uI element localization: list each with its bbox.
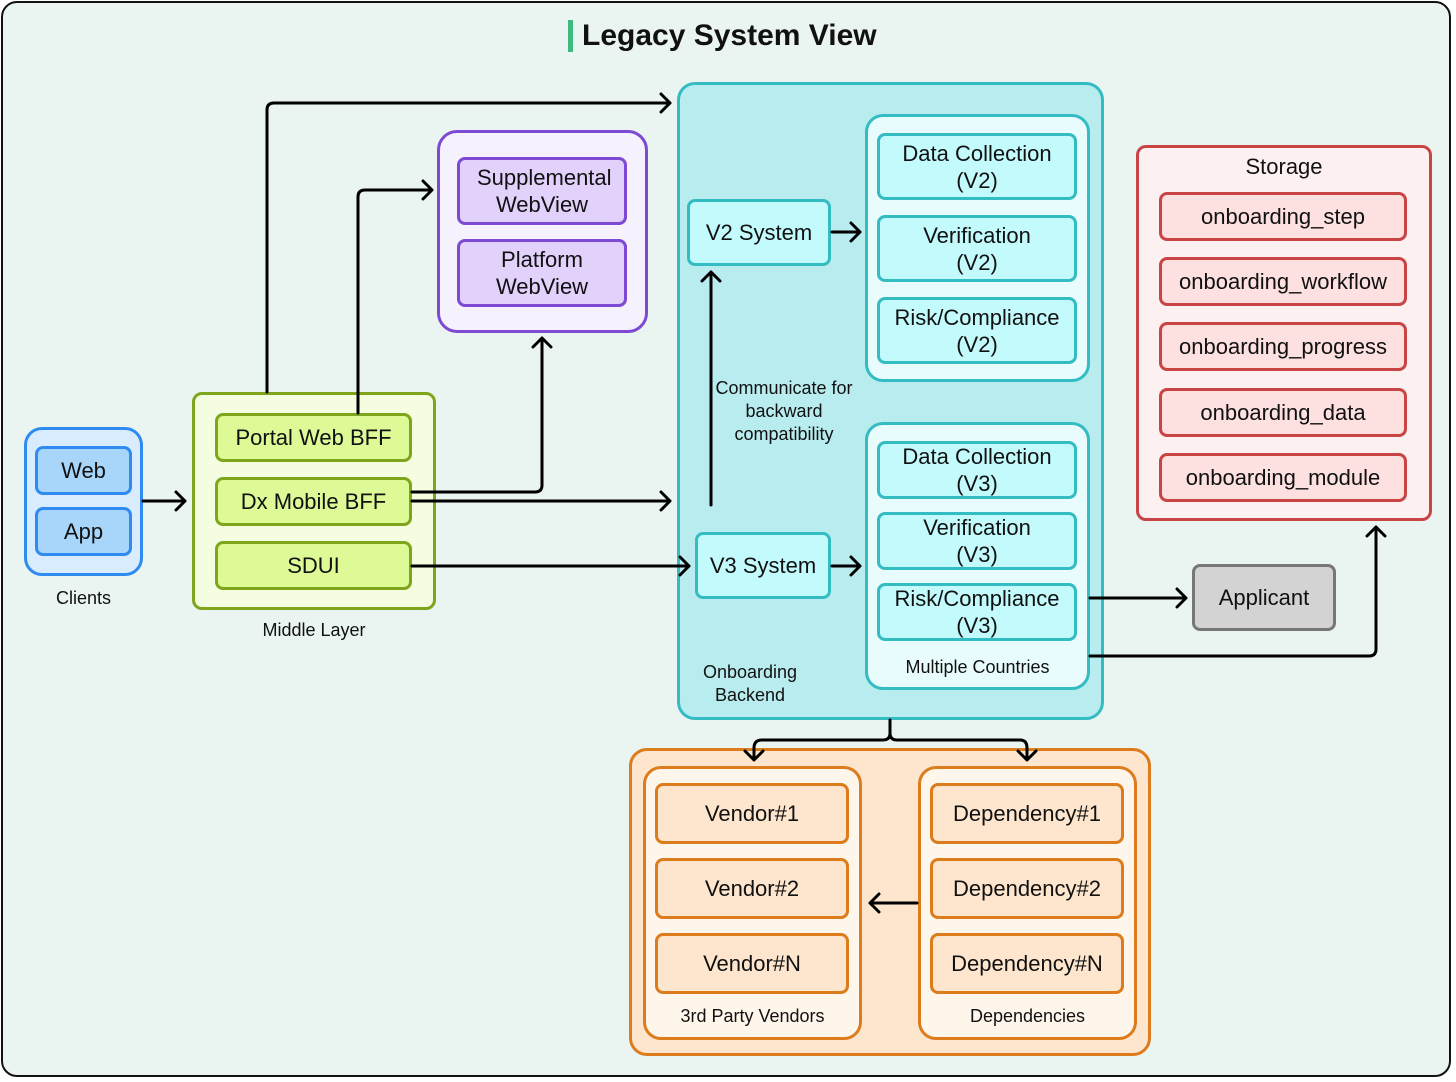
multiple-countries-label: Multiple Countries bbox=[905, 657, 1050, 677]
portal-web-bff-label: Portal Web BFF bbox=[235, 425, 392, 450]
title-accent-bar bbox=[568, 20, 573, 52]
storage-item-label: onboarding_workflow bbox=[1179, 269, 1387, 294]
risk-compliance-v2[interactable]: Risk/Compliance (V2) bbox=[877, 297, 1077, 364]
vendors-label: 3rd Party Vendors bbox=[680, 1006, 825, 1026]
storage-onboarding-step[interactable]: onboarding_step bbox=[1159, 192, 1407, 241]
sdui[interactable]: SDUI bbox=[215, 541, 412, 590]
onboarding-backend-label: Onboarding Backend bbox=[702, 662, 798, 705]
v2-system[interactable]: V2 System bbox=[687, 199, 831, 266]
storage-item-label: onboarding_data bbox=[1200, 400, 1366, 425]
storage-item-label: onboarding_module bbox=[1185, 465, 1381, 490]
supplemental-webview-label: Supplemental WebView bbox=[477, 165, 612, 217]
supplemental-webview[interactable]: Supplemental WebView bbox=[457, 157, 627, 225]
risk-compliance-v2-label: Risk/Compliance (V2) bbox=[894, 304, 1060, 357]
dependency-2-label: Dependency#2 bbox=[952, 876, 1101, 901]
dependency-n-label: Dependency#N bbox=[951, 951, 1103, 976]
storage-label: Storage bbox=[1245, 154, 1323, 179]
diagram-title: Legacy System View bbox=[568, 18, 877, 54]
verification-v3[interactable]: Verification (V3) bbox=[877, 512, 1077, 570]
storage-onboarding-module[interactable]: onboarding_module bbox=[1159, 453, 1407, 502]
client-app[interactable]: App bbox=[35, 507, 132, 556]
vendor-2[interactable]: Vendor#2 bbox=[655, 858, 849, 919]
data-collection-v3-label: Data Collection (V3) bbox=[902, 444, 1052, 496]
v3-system[interactable]: V3 System bbox=[695, 532, 831, 599]
dependency-n[interactable]: Dependency#N bbox=[930, 933, 1124, 994]
clients-label: Clients bbox=[55, 588, 112, 608]
applicant-label: Applicant bbox=[1218, 585, 1310, 610]
platform-webview[interactable]: Platform WebView bbox=[457, 239, 627, 307]
client-web-label: Web bbox=[61, 458, 106, 483]
dependency-2[interactable]: Dependency#2 bbox=[930, 858, 1124, 919]
data-collection-v2[interactable]: Data Collection (V2) bbox=[877, 133, 1077, 200]
dependencies-label: Dependencies bbox=[969, 1006, 1086, 1026]
dependency-1-label: Dependency#1 bbox=[952, 801, 1101, 826]
sdui-label: SDUI bbox=[287, 553, 340, 578]
verification-v2[interactable]: Verification (V2) bbox=[877, 215, 1077, 282]
vendor-2-label: Vendor#2 bbox=[704, 876, 800, 901]
client-app-label: App bbox=[63, 519, 104, 544]
vendor-n-label: Vendor#N bbox=[703, 951, 801, 976]
portal-web-bff[interactable]: Portal Web BFF bbox=[215, 413, 412, 462]
v3-system-label: V3 System bbox=[709, 553, 817, 578]
client-web[interactable]: Web bbox=[35, 446, 132, 495]
middle-layer-label: Middle Layer bbox=[262, 620, 366, 640]
data-collection-v3[interactable]: Data Collection (V3) bbox=[877, 441, 1077, 499]
storage-onboarding-workflow[interactable]: onboarding_workflow bbox=[1159, 257, 1407, 306]
storage-onboarding-progress[interactable]: onboarding_progress bbox=[1159, 322, 1407, 371]
storage-item-label: onboarding_step bbox=[1201, 204, 1365, 229]
title-text: Legacy System View bbox=[582, 19, 877, 52]
dx-mobile-bff-label: Dx Mobile BFF bbox=[240, 489, 387, 514]
vendor-1[interactable]: Vendor#1 bbox=[655, 783, 849, 844]
storage-item-label: onboarding_progress bbox=[1179, 334, 1387, 359]
v2-system-label: V2 System bbox=[705, 220, 813, 245]
storage-onboarding-data[interactable]: onboarding_data bbox=[1159, 388, 1407, 437]
risk-compliance-v3-label: Risk/Compliance (V3) bbox=[894, 586, 1060, 638]
data-collection-v2-label: Data Collection (V2) bbox=[902, 140, 1052, 193]
vendor-n[interactable]: Vendor#N bbox=[655, 933, 849, 994]
risk-compliance-v3[interactable]: Risk/Compliance (V3) bbox=[877, 583, 1077, 641]
backward-compat-note: Communicate for backward compatibility bbox=[715, 378, 853, 444]
platform-webview-label: Platform WebView bbox=[495, 247, 589, 299]
dx-mobile-bff[interactable]: Dx Mobile BFF bbox=[215, 477, 412, 526]
verification-v3-label: Verification (V3) bbox=[923, 515, 1031, 567]
verification-v2-label: Verification (V2) bbox=[923, 222, 1031, 275]
vendor-1-label: Vendor#1 bbox=[704, 801, 800, 826]
dependency-1[interactable]: Dependency#1 bbox=[930, 783, 1124, 844]
applicant[interactable]: Applicant bbox=[1192, 564, 1336, 631]
